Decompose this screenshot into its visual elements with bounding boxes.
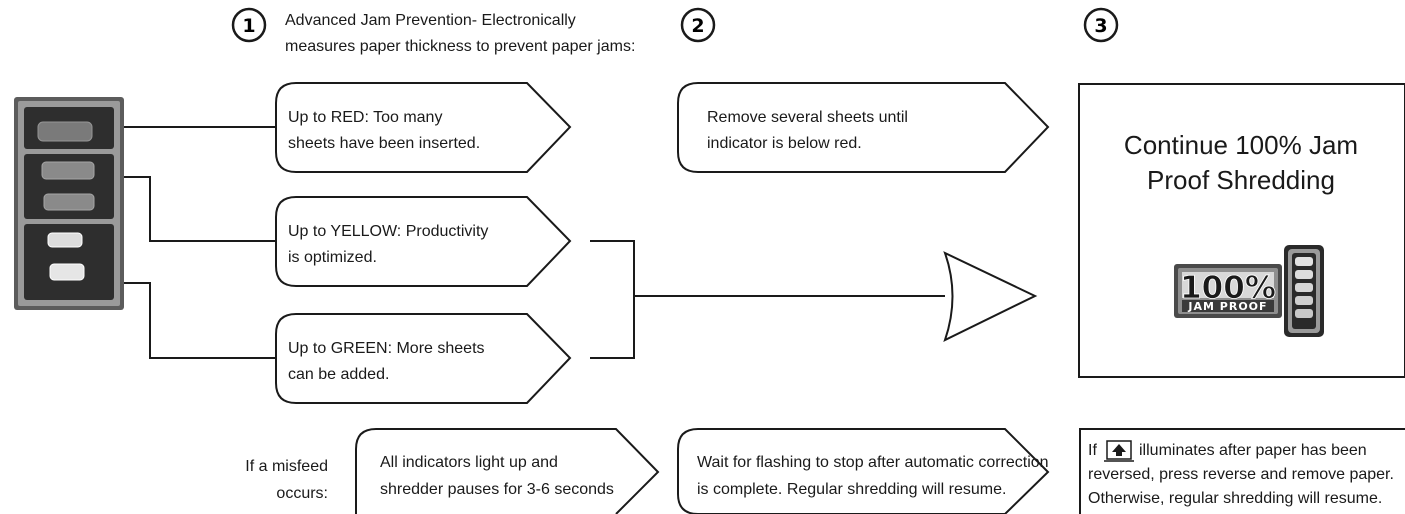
result-title-line1: Continue 100% Jam (1124, 130, 1358, 160)
red-action-line1: Remove several sheets until (707, 109, 908, 126)
misfeed-step3-prefix: If (1088, 442, 1097, 459)
misfeed-step1-box: All indicators light up and shredder pau… (355, 428, 660, 514)
indicator-red-line1: Up to RED: Too many (288, 109, 442, 126)
connector-lines (122, 126, 945, 359)
result-title-line2: Proof Shredding (1147, 165, 1335, 195)
step-1-title-line2: measures paper thickness to prevent pape… (285, 38, 635, 55)
misfeed-step3-line1-suffix: illuminates after paper has been (1139, 442, 1367, 459)
misfeed-step3-box: If illuminates after paper has been reve… (1079, 428, 1405, 514)
misfeed-step2-line2: is complete. Regular shredding will resu… (697, 481, 1006, 498)
badge-subtext: JAM PROOF (1187, 300, 1267, 313)
step-3-number: 3 (1094, 15, 1107, 37)
red-action-line2: indicator is below red. (707, 135, 862, 152)
step-1-title-line1: Advanced Jam Prevention- Electronically (285, 12, 576, 29)
misfeed-label-line1: If a misfeed (245, 458, 328, 475)
step-3-marker: 3 (1083, 7, 1119, 43)
indicator-green-line1: Up to GREEN: More sheets (288, 340, 485, 357)
indicator-yellow-line2: is optimized. (288, 249, 377, 266)
indicator-red-line2: sheets have been inserted. (288, 135, 480, 152)
misfeed-step2-box: Wait for flashing to stop after automati… (677, 428, 1050, 514)
indicator-red-box: Up to RED: Too many sheets have been ins… (275, 82, 572, 173)
step-2-number: 2 (691, 15, 704, 37)
misfeed-step2-line1: Wait for flashing to stop after automati… (697, 454, 1049, 471)
misfeed-step1-line2: shredder pauses for 3-6 seconds (380, 481, 614, 498)
indicator-green-box: Up to GREEN: More sheets can be added. (275, 313, 572, 404)
misfeed-step3-line2: reversed, press reverse and remove paper… (1088, 466, 1394, 483)
large-arrow (943, 251, 1038, 342)
step-1-number: 1 (242, 15, 255, 37)
result-box: Continue 100% Jam Proof Shredding 100% J… (1078, 83, 1405, 378)
indicator-yellow-line1: Up to YELLOW: Productivity (288, 223, 488, 240)
red-action-box: Remove several sheets until indicator is… (677, 82, 1050, 173)
misfeed-label-line2: occurs: (276, 485, 328, 502)
reverse-paper-icon (1104, 440, 1134, 462)
indicator-green-line2: can be added. (288, 366, 389, 383)
indicator-yellow-box: Up to YELLOW: Productivity is optimized. (275, 196, 572, 287)
sheet-thickness-indicator-icon (14, 97, 124, 310)
misfeed-step1-line1: All indicators light up and (380, 454, 558, 471)
step-1-marker: 1 (231, 7, 267, 43)
jam-proof-badge-icon: 100% JAM PROOF (1174, 245, 1324, 337)
step-2-marker: 2 (680, 7, 716, 43)
misfeed-step3-line3: Otherwise, regular shredding will resume… (1088, 490, 1382, 507)
